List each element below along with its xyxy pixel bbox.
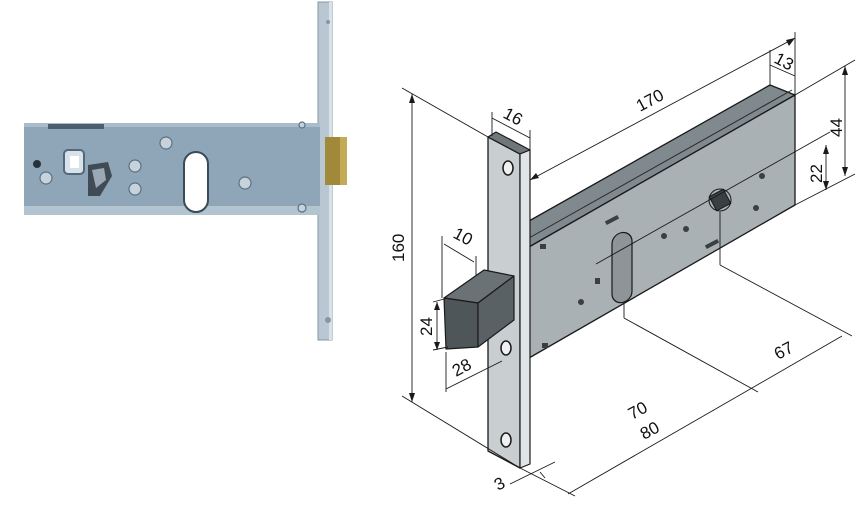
faceplate-hole-mid bbox=[500, 340, 512, 356]
dim-10: 10 bbox=[450, 224, 476, 250]
screw bbox=[39, 171, 53, 185]
screw bbox=[159, 136, 173, 150]
dim-22: 22 bbox=[807, 164, 826, 183]
faceplate-hole-bottom bbox=[500, 432, 512, 448]
dim-24: 24 bbox=[417, 317, 436, 336]
screw bbox=[128, 182, 142, 196]
dim-13: 13 bbox=[771, 49, 797, 75]
screw bbox=[298, 121, 306, 129]
drawing-latch-front bbox=[443, 297, 479, 350]
dim-80: 80 bbox=[637, 418, 663, 444]
screw bbox=[238, 176, 252, 190]
dim-3: 3 bbox=[491, 473, 508, 494]
lock-photo bbox=[24, 1, 347, 341]
dim-67: 67 bbox=[771, 338, 797, 364]
screw bbox=[297, 203, 307, 213]
dim-160: 160 bbox=[389, 234, 408, 262]
technical-drawing: 160 16 170 13 44 22 10 24 28 3 70 80 67 bbox=[389, 32, 856, 497]
faceplate-hole-top bbox=[502, 160, 514, 176]
drawing-latch-side bbox=[477, 275, 515, 348]
drawing-cylinder-slot bbox=[611, 231, 633, 304]
dim-44: 44 bbox=[827, 118, 846, 137]
photo-cylinder-slot bbox=[183, 151, 209, 213]
dim-170: 170 bbox=[633, 85, 667, 115]
dim-16: 16 bbox=[500, 104, 526, 130]
screw bbox=[128, 159, 142, 173]
dim-70: 70 bbox=[625, 398, 651, 424]
drawing-spindle bbox=[708, 188, 732, 212]
